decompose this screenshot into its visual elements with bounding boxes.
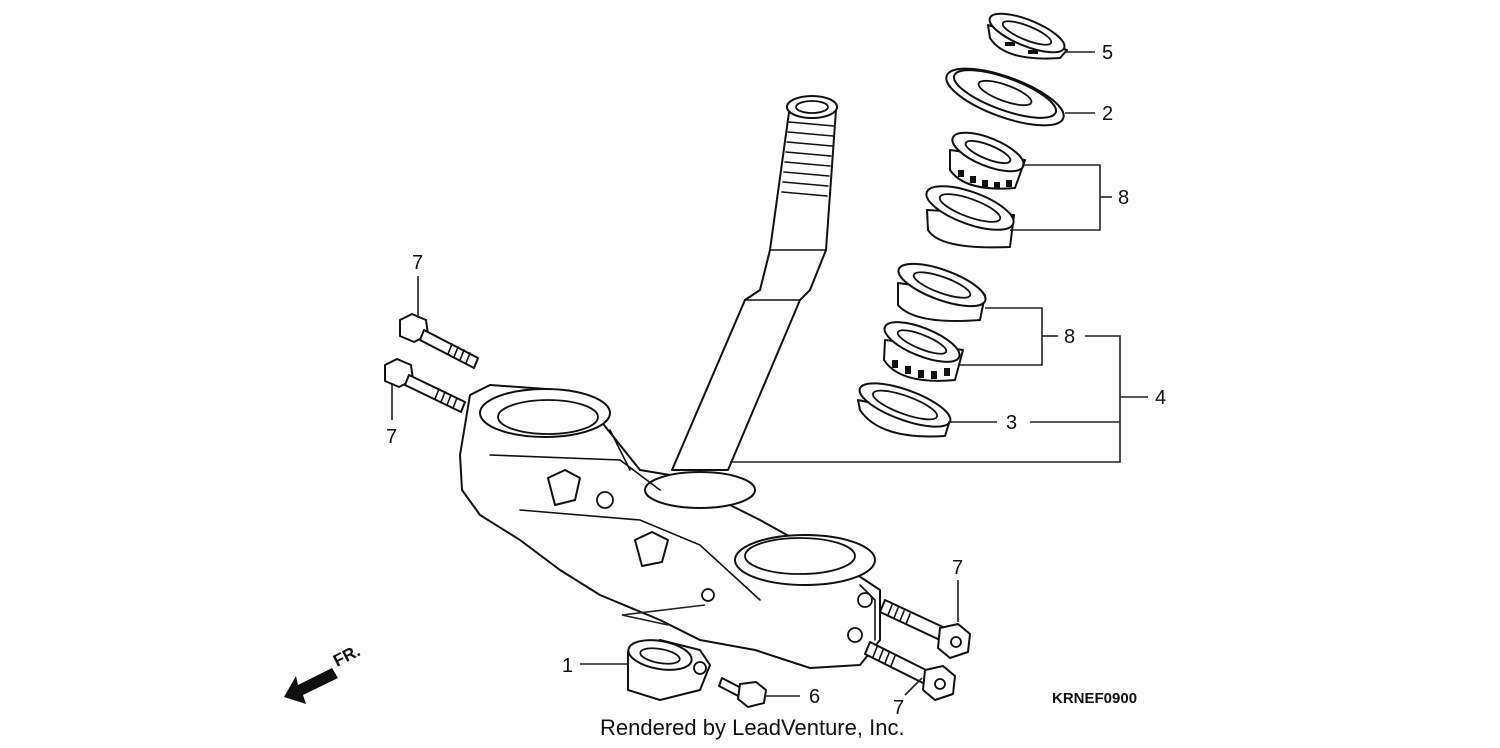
callout-6: 6	[809, 686, 820, 708]
part-8-lower-bearing[interactable]	[880, 255, 991, 382]
part-7-bolt-right-upper[interactable]	[879, 599, 971, 659]
part-3-lower-dust-seal[interactable]	[855, 374, 955, 438]
part-2-dust-seal[interactable]	[940, 57, 1070, 137]
callouts: 5 2 8 8 4 3 7 7 7 7 1 6	[386, 42, 1166, 719]
front-arrow-icon	[284, 668, 338, 704]
callout-5: 5	[1102, 42, 1113, 64]
callout-7-top-left: 7	[412, 252, 423, 274]
callout-7-mid-left: 7	[386, 426, 397, 448]
credit-text: Rendered by LeadVenture, Inc.	[600, 715, 905, 740]
front-direction-indicator: FR.	[284, 641, 363, 704]
callout-3: 3	[1006, 412, 1017, 434]
callout-8-lower: 8	[1064, 326, 1075, 348]
leader-lines	[391, 51, 1148, 697]
part-7-bolt-right-lower[interactable]	[864, 641, 956, 701]
callout-2: 2	[1102, 103, 1113, 125]
callout-4: 4	[1155, 387, 1166, 409]
direction-label: FR.	[330, 641, 363, 670]
part-5-stem-nut[interactable]	[985, 6, 1069, 60]
steering-stem-assembly[interactable]	[459, 95, 881, 669]
callout-1: 1	[562, 655, 573, 677]
part-7-bolt-mid-left[interactable]	[384, 358, 466, 413]
part-8-upper-bearing[interactable]	[921, 125, 1028, 249]
callout-7-right-upper: 7	[952, 557, 963, 579]
callout-7-right-lower: 7	[893, 697, 904, 719]
callout-8-upper: 8	[1118, 187, 1129, 209]
part-1-clamp[interactable]	[626, 636, 711, 701]
part-7-bolt-top-left[interactable]	[399, 313, 479, 369]
part-6-bolt[interactable]	[718, 677, 767, 708]
diagram-code: KRNEF0900	[1052, 690, 1137, 707]
